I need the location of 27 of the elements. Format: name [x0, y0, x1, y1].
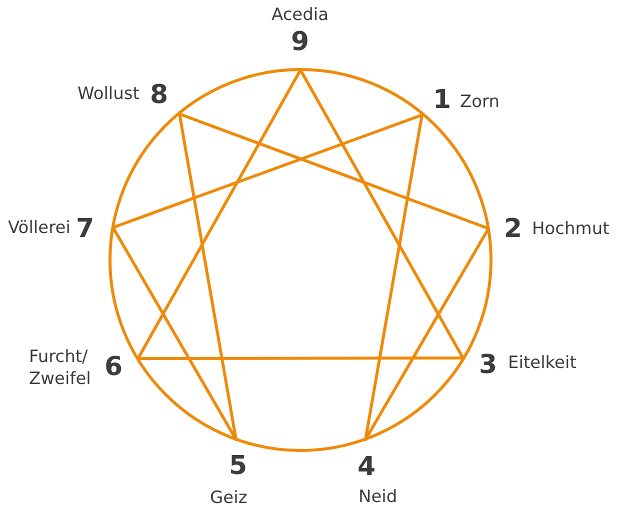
connector-line: [136, 356, 464, 360]
vertex-label: Furcht/ Zweifel: [29, 346, 92, 390]
vertex-number: 7: [76, 216, 94, 242]
connector-line: [364, 114, 424, 441]
vertex-label: Völlerei: [8, 217, 70, 239]
vertex-label: Neid: [358, 486, 398, 508]
connector-line: [178, 112, 490, 230]
vertex-number: 2: [504, 216, 522, 242]
vertex-label: Wollust: [78, 83, 140, 105]
vertex-number: 4: [358, 454, 376, 480]
vertex-label: Hochmut: [532, 218, 610, 240]
vertex-number: 8: [150, 82, 168, 108]
vertex-number: 6: [104, 354, 123, 380]
vertex-number: 9: [291, 29, 310, 55]
connector-line: [364, 227, 490, 441]
vertex-label: Zorn: [460, 90, 500, 112]
vertex-label: Geiz: [210, 487, 248, 509]
connector-line: [178, 112, 238, 441]
connector-line: [136, 68, 302, 360]
connector-line: [112, 226, 238, 441]
vertex-number: 1: [433, 87, 452, 113]
vertex-number: 3: [479, 352, 498, 378]
connector-line: [299, 68, 464, 360]
vertex-label: Acedia: [272, 4, 329, 26]
vertex-number: 5: [229, 453, 248, 479]
connector-line: [112, 114, 424, 229]
vertex-label: Eitelkeit: [508, 352, 576, 374]
